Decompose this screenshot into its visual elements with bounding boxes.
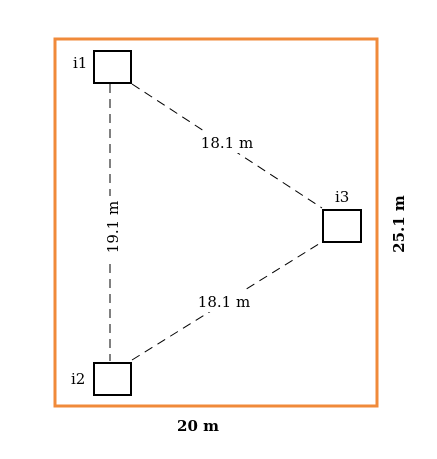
room-width-label: 20 m [177, 417, 219, 435]
node-label-i3: i3 [335, 188, 349, 206]
edge-label-i2-i3: 18.1 m [198, 293, 250, 311]
node-i1 [93, 50, 132, 84]
node-i3 [322, 209, 362, 243]
node-i2 [93, 362, 132, 396]
edge-label-bg [197, 131, 257, 153]
edge-label-bg [194, 290, 254, 312]
edge-label-i1-i2: 19.1 m [104, 201, 122, 253]
room-height-label: 25.1 m [390, 195, 408, 253]
node-label-i2: i2 [71, 370, 85, 388]
edge-label-i1-i3: 18.1 m [201, 134, 253, 152]
room-boundary [53, 37, 379, 408]
node-label-i1: i1 [73, 54, 87, 72]
edge-label-bg [96, 196, 124, 258]
